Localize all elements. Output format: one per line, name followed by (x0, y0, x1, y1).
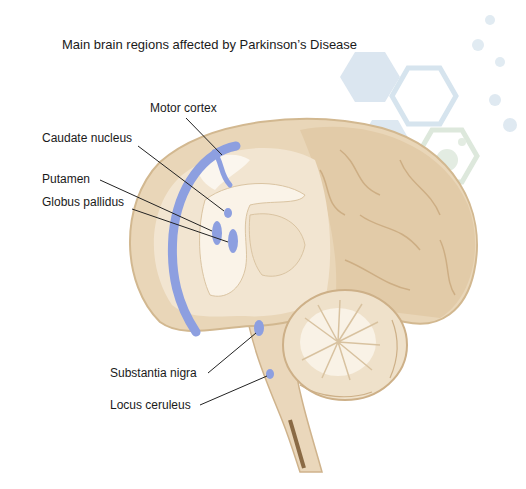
region-label: Substantia nigra (110, 366, 197, 380)
motor-cortex-band (172, 146, 236, 332)
diagram-title: Main brain regions affected by Parkinson… (62, 37, 357, 52)
region-label: Globus pallidus (42, 195, 124, 209)
putamen-region (212, 221, 222, 245)
region-label: Putamen (42, 172, 90, 186)
region-label: Motor cortex (150, 101, 217, 115)
region-label: Caudate nucleus (42, 131, 132, 145)
caudate-region (224, 208, 232, 218)
leader-lines (100, 118, 267, 405)
cerebellum (283, 290, 407, 400)
globus-pallidus-region (228, 229, 238, 253)
locus-ceruleus-region (266, 369, 274, 379)
region-label: Locus ceruleus (110, 398, 191, 412)
